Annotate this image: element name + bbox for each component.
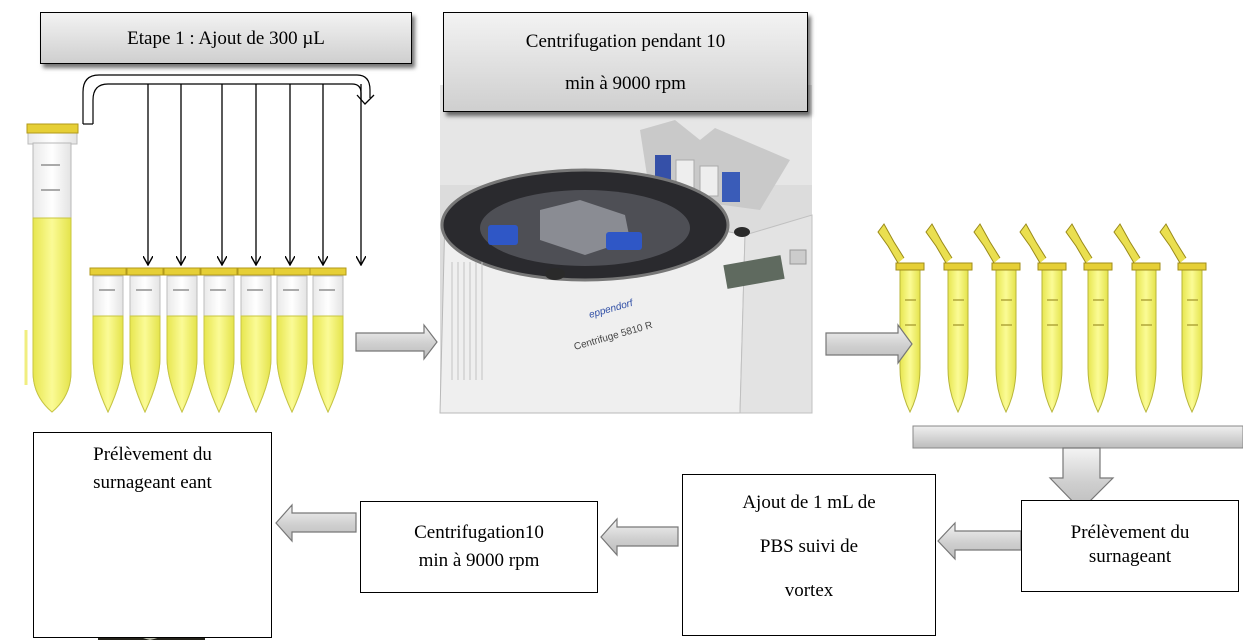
ajout-pbs-box: Ajout de 1 mL de PBS suivi de vortex (682, 474, 936, 636)
flow-arrow-4 (600, 517, 679, 557)
flow-arrow-2 (825, 323, 913, 365)
open-cap-tubes (877, 223, 1207, 414)
final-step-line1: Prélèvement du (93, 444, 212, 465)
centrifugation-1-line1: Centrifugation pendant 10 (525, 31, 726, 52)
aliquot-tube (163, 267, 201, 414)
open-tube (877, 223, 925, 414)
centrifugation-2-box: Centrifugation10 min à 9000 rpm (360, 501, 598, 593)
ajout-pbs-line3: vortex (784, 580, 834, 601)
large-tube (24, 123, 79, 413)
centrifugation-2-line1: Centrifugation10 (414, 522, 544, 543)
flow-arrow-3 (937, 521, 1022, 561)
aliquot-tube (237, 267, 275, 414)
flow-arrow-5 (275, 503, 357, 543)
flow-arrow-1 (355, 323, 438, 361)
open-tube (1065, 223, 1113, 414)
final-step-line2: surnageant eant (93, 472, 212, 493)
aliquot-tube (273, 267, 311, 414)
prelevement-line1: Prélèvement du (1070, 522, 1190, 543)
open-tube (1159, 223, 1207, 414)
aliquot-tubes (89, 267, 347, 414)
prelevement-surnageant-box: Prélèvement du surnageant (1021, 500, 1239, 592)
final-step-box: Prélèvement du surnageant eant (33, 432, 272, 638)
centrifugation-1-box: Centrifugation pendant 10 min à 9000 rpm (443, 12, 808, 112)
open-tube (973, 223, 1021, 414)
open-tube (925, 223, 973, 414)
centrifuge-photo: eppendorf Centrifuge 5810 R (439, 85, 813, 414)
ajout-pbs-line1: Ajout de 1 mL de (742, 492, 876, 513)
aliquot-tube (200, 267, 238, 414)
centrifugation-1-line2: min à 9000 rpm (565, 73, 686, 94)
aliquot-tube (89, 267, 127, 414)
ajout-pbs-line2: PBS suivi de (759, 536, 859, 557)
aliquot-tube (126, 267, 164, 414)
centrifugation-2-line2: min à 9000 rpm (418, 550, 540, 571)
aliquot-tube (309, 267, 347, 414)
distribution-arrows (82, 74, 375, 265)
step1-label: Etape 1 : Ajout de 300 µL (127, 28, 325, 49)
open-tube (1113, 223, 1161, 414)
prelevement-line2: surnageant (1088, 546, 1172, 567)
open-tube (1019, 223, 1067, 414)
collect-bar-arrow (912, 425, 1243, 511)
step1-box: Etape 1 : Ajout de 300 µL (40, 12, 412, 64)
